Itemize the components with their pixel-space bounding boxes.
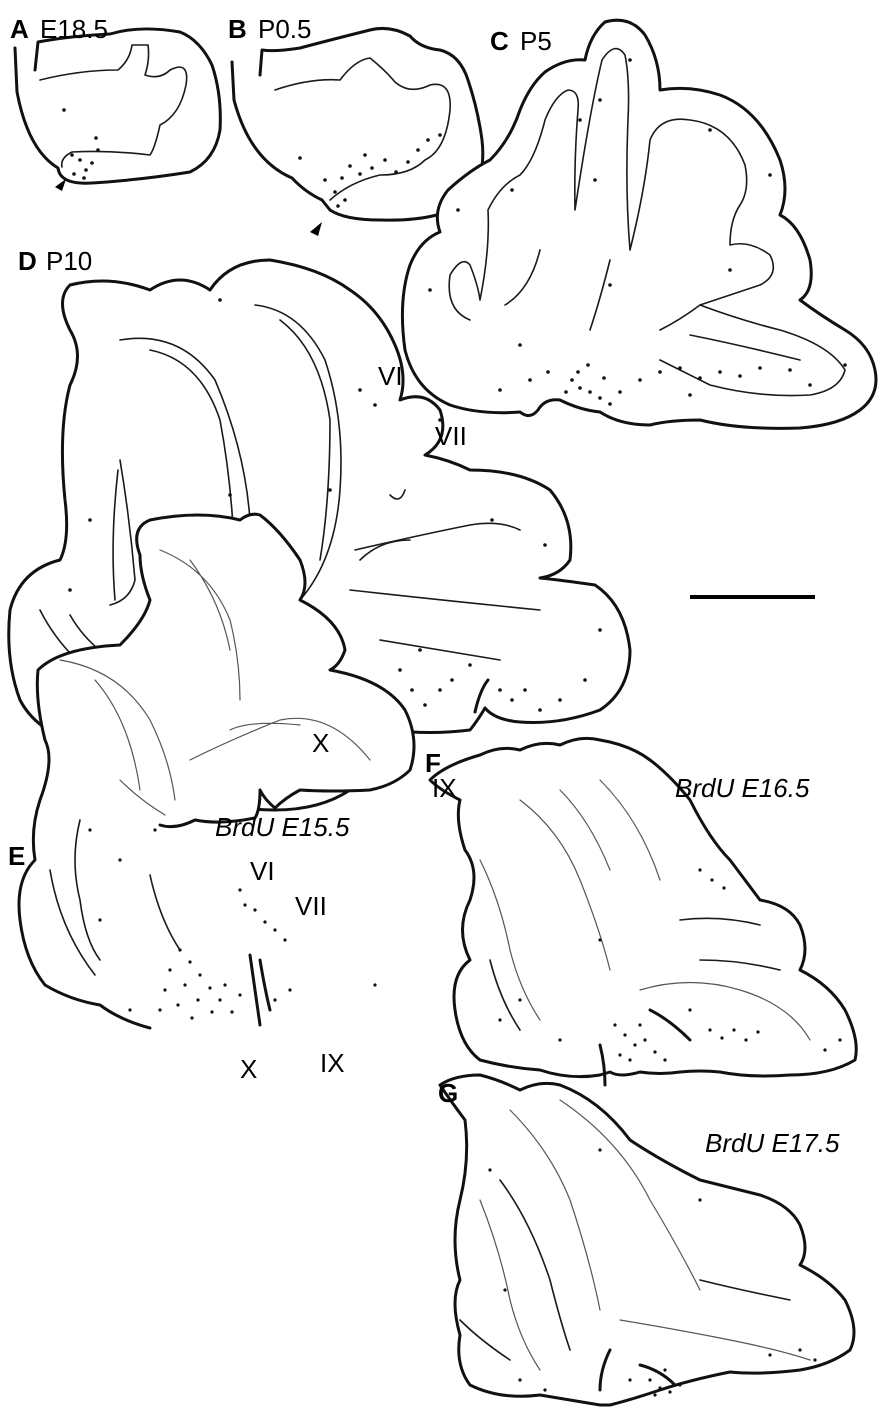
lobule-label-d-vii: VII	[435, 421, 467, 451]
panel-label-d: D	[18, 246, 37, 276]
panel-c	[402, 20, 876, 428]
panel-g	[440, 1075, 854, 1405]
panel-c-outline	[402, 20, 876, 428]
panel-a-arrowhead	[55, 179, 66, 191]
lobule-label-e-ix: IX	[320, 1048, 345, 1078]
lobule-label-e-vii: VII	[295, 891, 327, 921]
stage-label-a: E18.5	[40, 14, 108, 44]
lobule-label-e-x: X	[240, 1054, 257, 1084]
panel-label-f: F	[425, 748, 441, 778]
stage-label-b: P0.5	[258, 14, 312, 44]
panel-label-b: B	[228, 14, 247, 44]
panel-a	[15, 29, 220, 191]
panel-e-fissure	[250, 955, 270, 1025]
panel-label-c: C	[490, 26, 509, 56]
lobule-label-d-x: X	[312, 728, 329, 758]
stage-label-e: BrdU E15.5	[215, 812, 350, 842]
stage-label-f: BrdU E16.5	[675, 773, 810, 803]
panel-a-outline	[15, 29, 220, 183]
stage-label-d: P10	[46, 246, 92, 276]
stage-label-g: BrdU E17.5	[705, 1128, 840, 1158]
panel-label-a: A	[10, 14, 29, 44]
stage-label-c: P5	[520, 26, 552, 56]
lobule-label-e-vi: VI	[250, 856, 275, 886]
lobule-label-d-vi: VI	[378, 361, 403, 391]
panel-b-arrowhead	[310, 222, 322, 236]
panel-label-g: G	[438, 1078, 458, 1108]
panel-label-e: E	[8, 841, 25, 871]
